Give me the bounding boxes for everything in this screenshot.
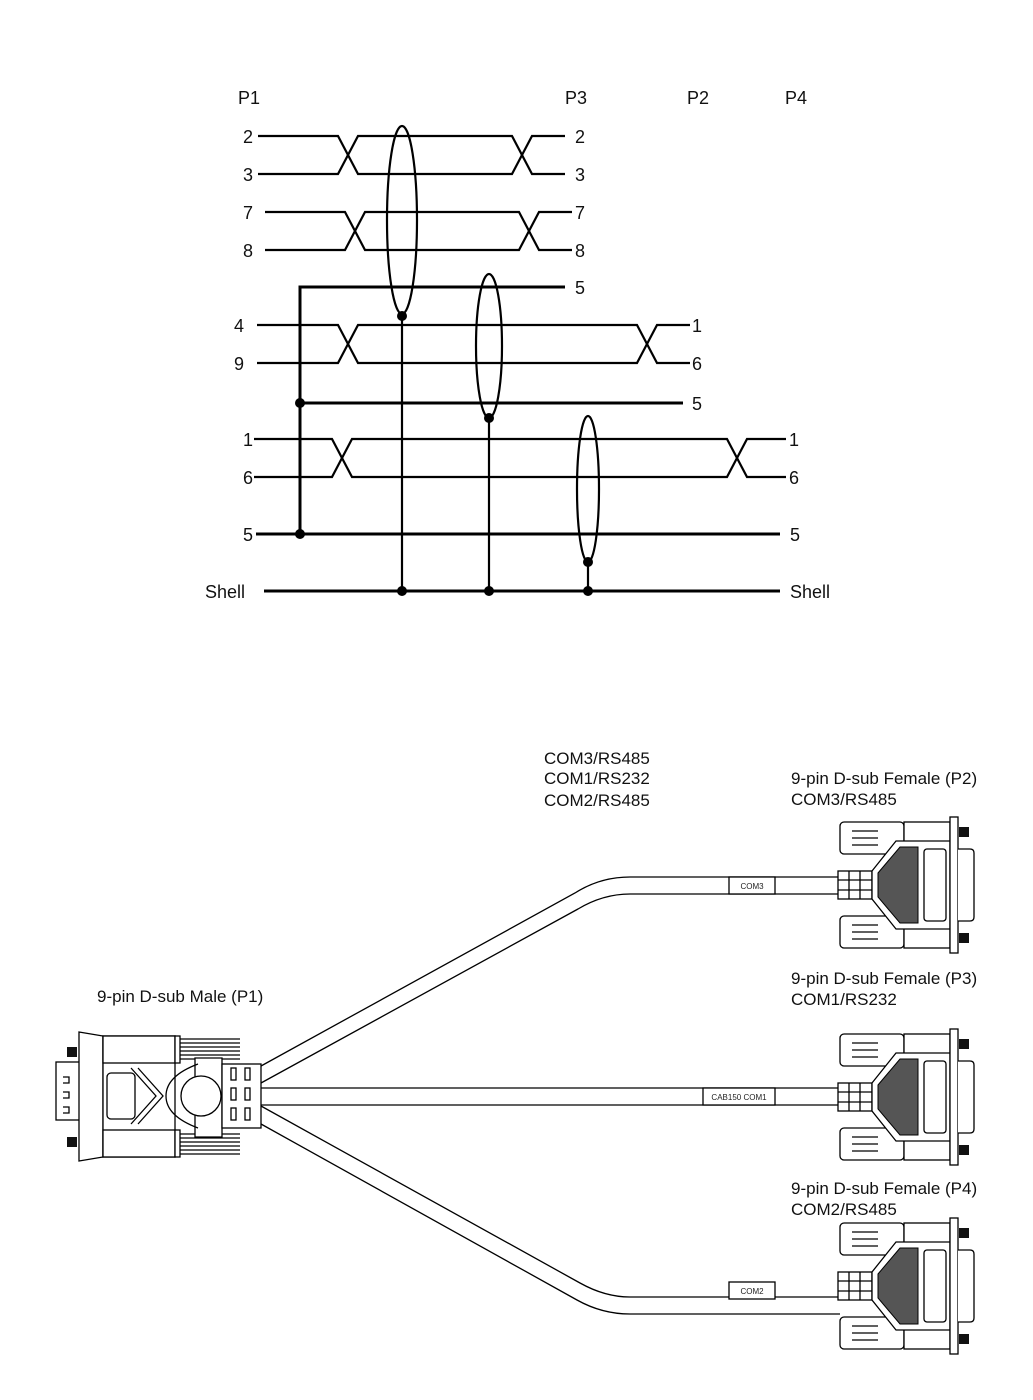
p1-pin-label: Shell [205,582,245,602]
header-p1: P1 [238,88,260,108]
p2-pin-label: 1 [692,316,702,336]
p2-port: COM3/RS485 [791,790,897,809]
svg-text:COM2: COM2 [740,1287,764,1296]
shield-p4 [575,414,601,596]
twisted-pair-p1-p2-4-9 [257,323,690,365]
p4-pin-label: Shell [790,582,830,602]
twisted-pair-p1-p3-2-3 [258,134,565,176]
p1-pin-label: 5 [243,525,253,545]
ground-wire-p3 [298,285,565,534]
junction-dot [295,529,305,539]
twisted-pair-p1-p3-7-8 [265,210,572,252]
p3-pin-label: 3 [575,165,585,185]
twisted-pair-p1-p4-1-6 [254,437,786,479]
p1-pin-label: 7 [243,203,253,223]
center-label: COM3/RS485 [544,749,650,768]
p1-pin-label: 1 [243,430,253,450]
center-label: COM2/RS485 [544,791,650,810]
cable-tag-p2: COM3 [728,876,776,895]
p4-name: 9-pin D-sub Female (P4) [791,1179,977,1198]
p1-pin-label: 8 [243,241,253,261]
junction-dot [295,398,305,408]
p2-name: 9-pin D-sub Female (P2) [791,769,977,788]
female-connector-p4 [837,1217,975,1355]
p3-pin-label: 8 [575,241,585,261]
p3-name: 9-pin D-sub Female (P3) [791,969,977,988]
p2-pin-label: 5 [692,394,702,414]
p3-port: COM1/RS232 [791,990,897,1009]
p4-pin-label: 1 [789,430,799,450]
p1-pin-label: 3 [243,165,253,185]
shield-p3 [385,124,419,596]
cable-tag-p4: COM2 [728,1281,776,1300]
p1-pin-label: 2 [243,127,253,147]
shield-p2 [474,272,504,596]
cable-illustration: COM3/RS485 COM1/RS232 COM2/RS485 9-pin D… [55,749,977,1355]
p3-pin-label: 5 [575,278,585,298]
p1-name: 9-pin D-sub Male (P1) [97,987,263,1006]
female-connector-p3 [837,1028,975,1166]
p3-pin-label: 2 [575,127,585,147]
p1-pin-label: 6 [243,468,253,488]
center-label: COM1/RS232 [544,769,650,788]
cable-branch-p4 [260,1105,840,1315]
p2-pin-label: 6 [692,354,702,374]
header-p4: P4 [785,88,807,108]
cable-branch-p2 [260,876,840,1084]
header-p3: P3 [565,88,587,108]
p4-pin-label: 6 [789,468,799,488]
wiring-schematic: P1 P3 P2 P4 2 3 7 8 4 9 1 6 5 Shell 2 3 … [205,88,830,602]
svg-text:CAB150 COM1: CAB150 COM1 [711,1093,767,1102]
p4-pin-label: 5 [790,525,800,545]
p1-pin-label: 4 [234,316,244,336]
male-connector-p1 [55,1031,262,1162]
header-p2: P2 [687,88,709,108]
p1-pin-label: 9 [234,354,244,374]
p3-pin-label: 7 [575,203,585,223]
cable-tag-p3: CAB150 COM1 [702,1087,776,1106]
p4-port: COM2/RS485 [791,1200,897,1219]
female-connector-p2 [837,816,975,954]
svg-text:COM3: COM3 [740,882,764,891]
